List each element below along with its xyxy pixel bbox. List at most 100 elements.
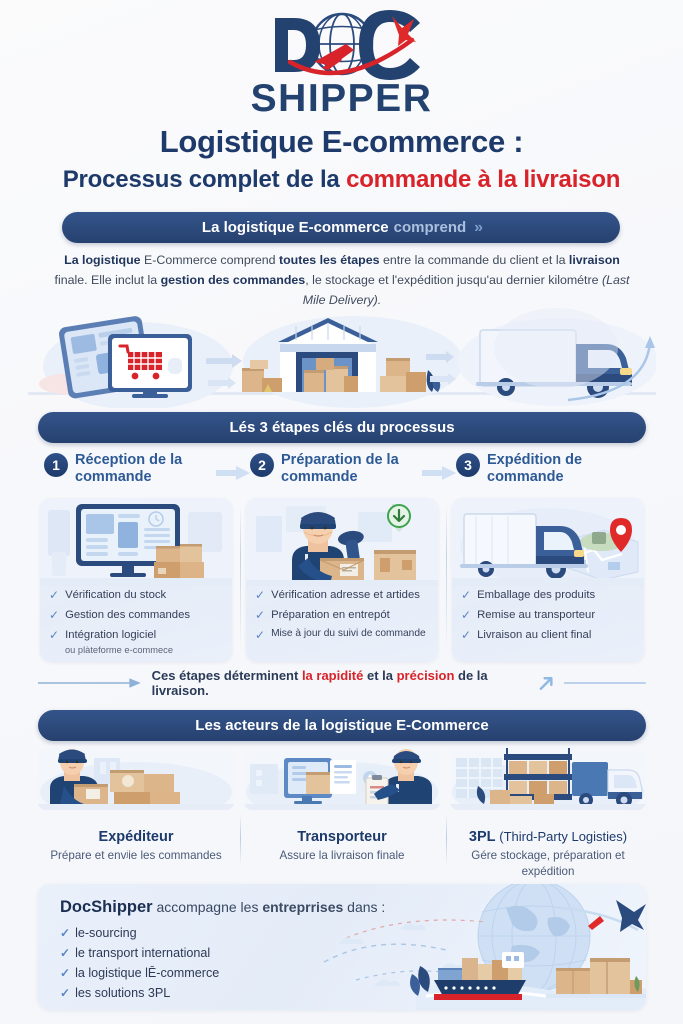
bullet-label: Remise au transporteur [477, 609, 596, 621]
check-icon: ✓ [461, 628, 472, 642]
intro-text-3: finale. Elle inclut la [54, 273, 161, 288]
page-title: Logistique E-commerce : Processus comple… [0, 124, 683, 194]
bullet-label: Préparation en entrepót [271, 609, 390, 621]
actor-name-main: Expéditeur [98, 829, 174, 845]
arrow-right-icon-2 [422, 466, 456, 480]
worker-scanning-parcel-illustration [246, 498, 438, 586]
logo-wordmark: SHIPPER [250, 77, 433, 120]
intro-text-4: , le stockage et l'expédition jusqu'au d… [305, 273, 602, 288]
list-item: ✓ la logistique lĒ-commerce [60, 966, 219, 980]
worker-holding-box-illustration [38, 748, 234, 822]
step-card-3: ✓ Emballage des produits ✓ Remise au tra… [452, 498, 644, 662]
bullet-item: ✓ Gestion des commandes [49, 608, 223, 623]
arrow-right-icon-1 [216, 466, 250, 480]
step-header-1: 1 Réception de la commande [44, 452, 224, 487]
title-line-1: Logistique E-commerce : [159, 124, 524, 159]
list-item: ✓ le-sourcing [60, 926, 219, 940]
intro-italic-1: (Last Mile Delivery). [302, 273, 630, 308]
step-cards: ✓ Vérification du stock ✓ Gestion des co… [38, 498, 646, 662]
check-icon: ✓ [60, 986, 71, 1000]
concl-red-1: la rapidité [301, 668, 364, 683]
step-card-1-bullets: ✓ Vérification du stock ✓ Gestion des co… [40, 588, 232, 656]
bottom-mid-b: entreprrises [262, 899, 344, 915]
actor-desc-2: Assure la livraison finale [279, 849, 405, 862]
step-header-3: 3 Expédition de commande [456, 452, 636, 487]
step-card-3-bullets: ✓ Emballage des produits ✓ Remise au tra… [452, 588, 644, 648]
bullet-item: ✓ Intégration logiciel [49, 628, 223, 643]
check-icon: ✓ [49, 608, 60, 622]
list-item-label: la logistique lĒ-commerce [75, 966, 220, 980]
bullet-item: ✓ Vérification du stock [49, 588, 223, 603]
concl-red-2: précision [396, 668, 455, 683]
actor-desc-1: Prépare et envʲie les commandes [50, 849, 222, 862]
actor-expediteur: Expéditeur Prépare et envʲie les command… [38, 748, 234, 864]
chevron-right-icon: » [474, 218, 483, 236]
bullet-item: ✓ Préparation en entrepót [255, 608, 429, 623]
conclusion-text: Ces étapes déterminent la rapidité et la… [152, 668, 529, 698]
card-divider [446, 504, 447, 654]
brand-logo: SHIPPER [0, 6, 683, 122]
check-icon: ✓ [49, 628, 60, 642]
banner-intro-strong: La logistique E-commerce [201, 219, 389, 236]
hero-illustration-ecommerce-flow [28, 308, 656, 408]
intro-bold-1: La logistique [64, 253, 141, 267]
bullet-label: Emballage des produits [477, 589, 596, 601]
truck-with-map-pin-illustration [452, 498, 644, 586]
bottom-brand: DocShipper [60, 898, 153, 916]
step-header-2: 2 Préparation de la commande [250, 452, 430, 487]
step-card-2: ✓ Vérification adresse et artides ✓ Prép… [246, 498, 438, 662]
actor-transporteur: Transporteur Assure la livraison finale [244, 748, 440, 864]
conclusion-line: Ces étapes déterminent la rapidité et la… [38, 668, 646, 698]
bullet-label: Mise à jour du suivi de commande [271, 628, 426, 639]
docshipper-services-card: DocShipper accompagne les entreprrises d… [38, 884, 646, 1010]
list-item-label: le-sourcing [75, 926, 137, 940]
banner-actors-label: Les acteurs de la logistique E-Commerce [195, 717, 489, 734]
banner-actors: Les acteurs de la logistique E-Commerce [38, 710, 646, 741]
bullet-label: Livraison au client final [477, 629, 592, 641]
divider-line-right [564, 682, 646, 684]
step-title-2: Préparation de la commande [281, 452, 399, 486]
bottom-services-list: ✓ le-sourcing ✓ le transport internation… [60, 926, 219, 1006]
actors-section: Expéditeur Prépare et envʲie les command… [38, 748, 646, 878]
actor-divider [240, 814, 241, 866]
bullet-label: Gestion des commandes [65, 609, 191, 621]
step-title-3: Expédition de commande [487, 452, 583, 486]
intro-bold-4: gestion des commandes [160, 273, 306, 288]
logo-doc-mark [242, 10, 442, 84]
step-number-2: 2 [250, 453, 274, 477]
check-icon: ✓ [60, 966, 71, 980]
title-line-2-highlight: commande à la livraison [346, 165, 621, 193]
bullet-item: ✓ Mise à jour du suivi de commande [255, 628, 429, 643]
bullet-label: Intégration logiciel [65, 629, 157, 641]
screen-and-worker-clipboard-illustration [244, 748, 440, 822]
check-icon: ✓ [60, 926, 71, 940]
monitor-with-boxes-illustration [40, 498, 232, 586]
arrow-up-right-icon [539, 677, 553, 690]
intro-paragraph: La logistique E-Commerce comprend toutes… [52, 250, 632, 310]
step-number-3: 3 [456, 453, 480, 477]
list-item: ✓ le transport international [60, 946, 219, 960]
bottom-card-heading: DocShipper accompagne les entreprrises d… [60, 898, 385, 917]
logo-icon [274, 10, 420, 80]
intro-bold-3: livraison [568, 253, 620, 267]
intro-bold-2: toutes les étapes [278, 253, 380, 267]
banner-intro-dim: comprend [393, 219, 467, 236]
bullet-item: ✓ Vérification adresse et artides [255, 588, 429, 603]
check-icon: ✓ [461, 588, 472, 602]
arrow-right-long-icon [38, 678, 141, 688]
actor-name-main: 3PL [468, 829, 500, 845]
step-card-2-bullets: ✓ Vérification adresse et artides ✓ Prép… [246, 588, 438, 648]
title-line-2-plain: Processus complet de la [62, 165, 347, 193]
bottom-mid-a: accompagne les [152, 899, 263, 915]
banner-intro: La logistique E-commerce comprend » [62, 212, 620, 243]
card-divider [240, 504, 241, 654]
bottom-mid-c: dans : [343, 899, 386, 915]
warehouse-shelves-truck-illustration [450, 748, 646, 822]
actor-name-2: Transporteur [244, 829, 440, 845]
bullet-label: Vérification adresse et artides [271, 589, 420, 601]
actor-name-1: Expéditeur [38, 829, 234, 845]
title-line-2: Processus complet de la commande à la li… [0, 166, 683, 194]
concl-a: Ces étapes déterminent [151, 668, 302, 683]
step-card-1: ✓ Vérification du stock ✓ Gestion des co… [40, 498, 232, 662]
